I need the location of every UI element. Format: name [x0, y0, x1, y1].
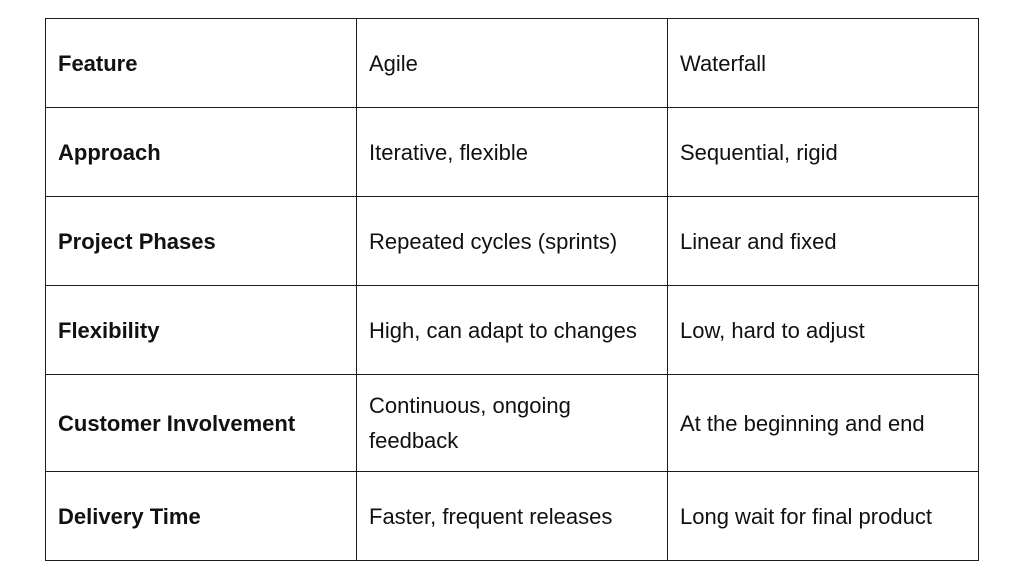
row-feature: Project Phases: [45, 196, 357, 286]
row-agile: Faster, frequent releases: [356, 471, 668, 561]
row-waterfall: Sequential, rigid: [667, 107, 979, 197]
row-agile: Iterative, flexible: [356, 107, 668, 197]
table-header-row: Feature Agile Waterfall: [45, 18, 979, 108]
comparison-table-container: Feature Agile Waterfall Approach Iterati…: [45, 18, 979, 561]
row-agile: Repeated cycles (sprints): [356, 196, 668, 286]
row-waterfall: Linear and fixed: [667, 196, 979, 286]
row-feature: Customer Involvement: [45, 374, 357, 472]
comparison-table: Feature Agile Waterfall Approach Iterati…: [45, 18, 979, 561]
row-feature: Approach: [45, 107, 357, 197]
row-waterfall: Long wait for final product: [667, 471, 979, 561]
row-feature: Flexibility: [45, 285, 357, 375]
table-row: Flexibility High, can adapt to changes L…: [45, 285, 979, 375]
table-row: Delivery Time Faster, frequent releases …: [45, 471, 979, 561]
table-row: Project Phases Repeated cycles (sprints)…: [45, 196, 979, 286]
header-waterfall: Waterfall: [667, 18, 979, 108]
row-agile: High, can adapt to changes: [356, 285, 668, 375]
row-waterfall: At the beginning and end: [667, 374, 979, 472]
table-row: Customer Involvement Continuous, ongoing…: [45, 374, 979, 472]
header-agile: Agile: [356, 18, 668, 108]
table-row: Approach Iterative, flexible Sequential,…: [45, 107, 979, 197]
row-agile: Continuous, ongoing feedback: [356, 374, 668, 472]
row-waterfall: Low, hard to adjust: [667, 285, 979, 375]
header-feature: Feature: [45, 18, 357, 108]
row-feature: Delivery Time: [45, 471, 357, 561]
